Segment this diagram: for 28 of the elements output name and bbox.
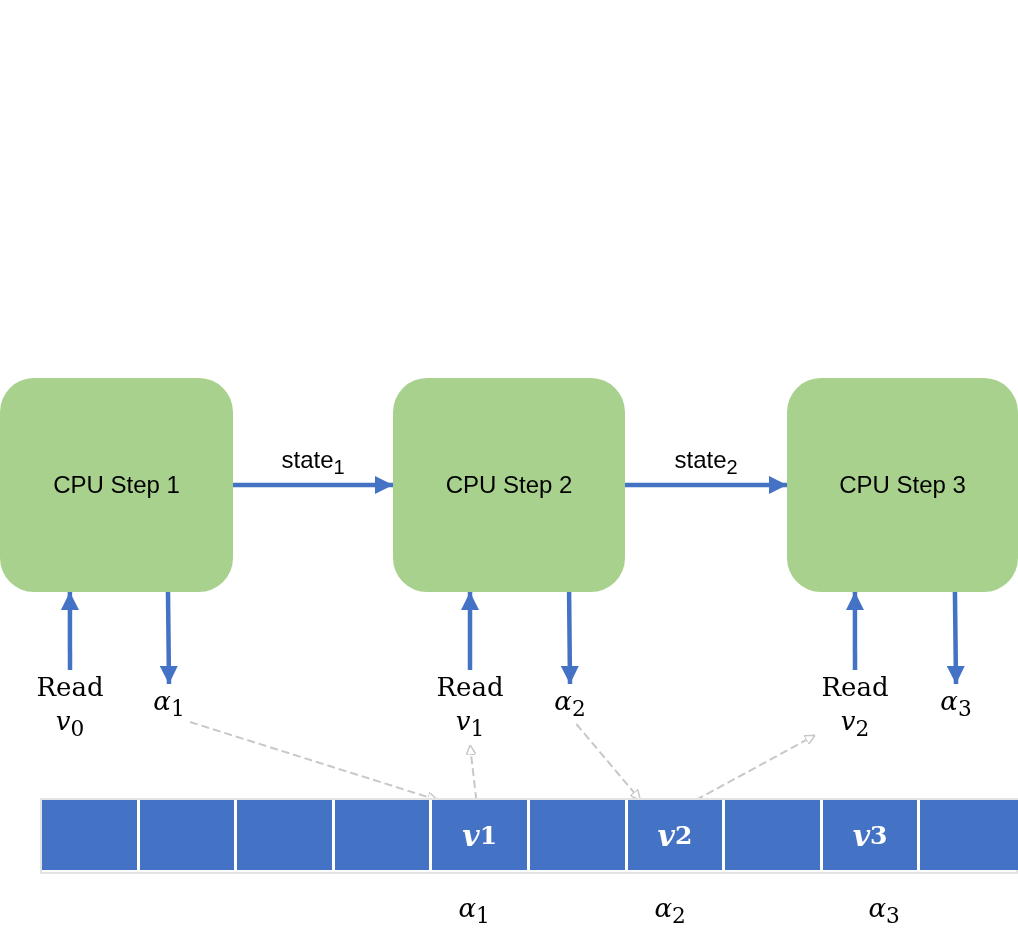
address-label: α$_{3}$ — [868, 892, 900, 928]
text-label: α$_{1}$ — [148, 684, 190, 724]
memory-cell — [920, 800, 1018, 870]
memory-cell — [725, 800, 823, 870]
arrow — [159, 591, 178, 685]
memory-cell — [237, 800, 335, 870]
arrow — [461, 592, 479, 670]
arrow — [946, 591, 965, 685]
arrow — [845, 592, 864, 670]
dashed-arrow — [465, 744, 478, 801]
text-label: α$_{2}$ — [549, 684, 591, 724]
process-box: CPU Step 2 — [393, 378, 625, 592]
process-box: CPU Step 3 — [787, 378, 1018, 592]
arrow — [625, 476, 787, 494]
text-label: Read v$_{2}$ — [815, 670, 895, 745]
address-label: α$_{2}$ — [654, 892, 686, 928]
arrow — [233, 476, 393, 494]
arrow — [60, 592, 79, 670]
address-label: α$_{1}$ — [458, 892, 490, 928]
process-box: CPU Step 1 — [0, 378, 233, 592]
arrow — [560, 591, 579, 685]
dashed-arrow — [575, 723, 642, 801]
memory-cell — [42, 800, 140, 870]
memory-array — [40, 798, 1018, 874]
text-label: Read v$_{0}$ — [30, 670, 110, 745]
text-label: α$_{3}$ — [935, 684, 977, 724]
memory-cell — [530, 800, 628, 870]
text-label: Read v$_{1}$ — [430, 670, 510, 745]
